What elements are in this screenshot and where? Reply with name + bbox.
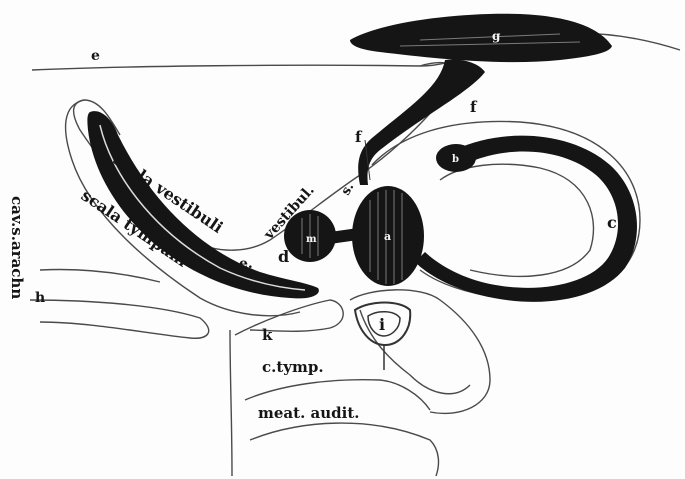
label-c: c: [607, 213, 617, 232]
label-k: k: [262, 326, 273, 344]
meatus-lower-line: [250, 423, 438, 476]
label-cav-s-arachn: cav.s.arachn: [8, 196, 26, 299]
lower-inner-outline: [360, 310, 470, 394]
label-e-small: e.: [239, 256, 253, 272]
label-c-tymp: c.tymp.: [262, 358, 324, 376]
lamina-outline: [235, 300, 343, 335]
lower-bony-lip: [30, 300, 209, 338]
label-meat-audit: meat. audit.: [258, 404, 359, 422]
label-m: m: [306, 234, 317, 245]
label-i: i: [379, 315, 385, 334]
label-f-upper: f: [355, 128, 363, 146]
canal-inner-line: [440, 164, 593, 276]
label-h: h: [35, 290, 45, 306]
label-f-right: f: [470, 98, 478, 116]
label-g: g: [492, 29, 501, 43]
lower-chamber-outline: [350, 290, 490, 414]
label-s: s.: [338, 180, 357, 198]
saccus-g-shape: [350, 14, 612, 62]
label-a: a: [384, 230, 391, 243]
label-d: d: [278, 247, 289, 266]
label-b: b: [452, 154, 459, 165]
arachnoid-line: [40, 270, 160, 283]
meatus-left-line: [230, 330, 232, 476]
label-e-top: e: [91, 48, 100, 64]
